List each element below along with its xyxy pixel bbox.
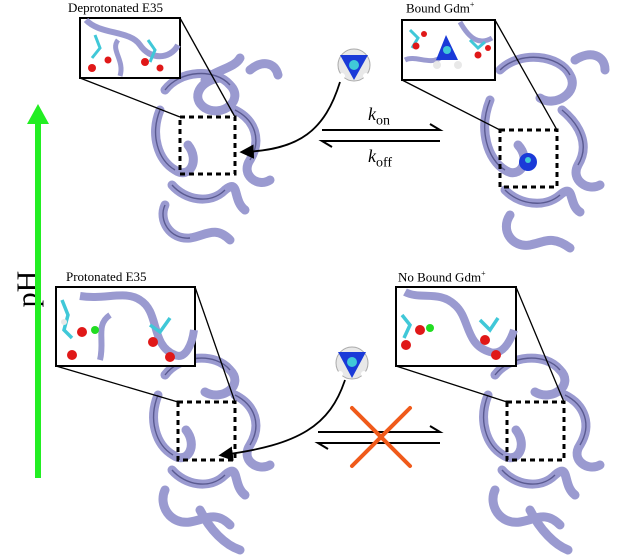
binding-site-box-top-left — [178, 115, 237, 176]
bound-gdm-in-site — [519, 153, 537, 171]
gdm-molecule-top — [337, 48, 371, 82]
protein-top-left-edges — [154, 72, 257, 239]
rate-kon-label: kon — [368, 104, 390, 129]
label-bound-gdm: Bound Gdm+ — [406, 0, 475, 16]
binding-site-box-bottom-right — [505, 400, 566, 462]
binding-site-box-bottom-left — [176, 400, 237, 462]
equilibrium-arrows-top — [318, 123, 444, 148]
protein-top-right — [480, 50, 610, 253]
rate-koff-label: koff — [368, 146, 393, 171]
inset-bottom-right — [395, 286, 518, 367]
label-deprotonated: Deprotonated E35 — [68, 0, 163, 15]
binding-arrow-bottom — [218, 379, 346, 461]
protein-bottom-left-edges — [152, 357, 257, 485]
inset-bottom-left — [55, 286, 198, 367]
binding-site-box-top-right — [498, 128, 559, 189]
label-no-bound-gdm: No Bound Gdm+ — [398, 269, 486, 285]
equilibrium-arrows-bottom — [314, 425, 444, 450]
zoom-line — [179, 17, 236, 118]
inset-top-left — [79, 17, 181, 79]
ph-arrow — [27, 104, 49, 478]
zoom-line — [79, 77, 181, 118]
no-binding-cross — [350, 406, 412, 468]
protein-bottom-right-edges — [482, 357, 587, 485]
label-protonated: Protonated E35 — [66, 269, 147, 284]
binding-arrow-top — [239, 81, 341, 159]
gdm-molecule-bottom — [335, 346, 369, 380]
inset-top-right — [401, 19, 496, 81]
